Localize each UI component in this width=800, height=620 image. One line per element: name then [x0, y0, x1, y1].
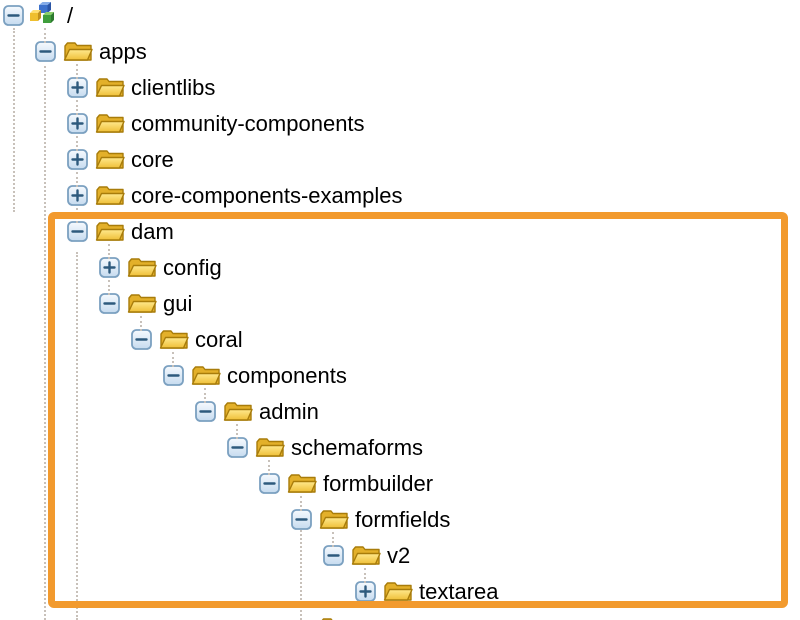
collapse-icon[interactable] — [35, 41, 56, 62]
tree-node-label[interactable]: config — [163, 255, 222, 280]
partial-folder-icon — [319, 616, 349, 620]
tree-node-label[interactable]: core — [131, 147, 174, 172]
tree-node-label[interactable]: v2 — [387, 543, 411, 568]
tree-node-label[interactable]: / — [67, 3, 74, 28]
expand-icon[interactable] — [67, 149, 88, 170]
tree-node-v2[interactable]: v2 — [0, 532, 800, 574]
tree-connector-dots — [172, 352, 174, 367]
tree-connector-dots — [140, 316, 142, 331]
tree-node-clientlibs[interactable]: clientlibs — [0, 64, 800, 106]
tree-connector-dots — [76, 100, 78, 115]
tree-node-label[interactable]: admin — [259, 399, 319, 424]
tree-node-coral[interactable]: coral — [0, 316, 800, 358]
folder-icon[interactable] — [95, 112, 125, 136]
folder-icon[interactable] — [95, 148, 125, 172]
tree-guide-line — [13, 28, 15, 212]
collapse-icon[interactable] — [3, 5, 24, 26]
tree-node-formfields[interactable]: formfields — [0, 496, 800, 538]
tree-node-label[interactable]: formbuilder — [323, 471, 434, 496]
folder-icon[interactable] — [319, 508, 349, 532]
folder-icon[interactable] — [383, 580, 413, 604]
tree-connector-dots — [236, 424, 238, 439]
folder-icon[interactable] — [127, 256, 157, 280]
tree-node-label[interactable]: apps — [99, 39, 147, 64]
tree-node-community-components[interactable]: community-components — [0, 100, 800, 142]
expand-icon[interactable] — [67, 77, 88, 98]
tree-connector-dots — [300, 496, 302, 511]
expand-icon[interactable] — [99, 257, 120, 278]
folder-icon[interactable] — [127, 292, 157, 316]
tree-connector-dots — [204, 388, 206, 403]
folder-icon[interactable] — [255, 436, 285, 460]
tree-guide-line — [76, 252, 78, 620]
tree-node-label[interactable]: clientlibs — [131, 75, 216, 100]
collapse-icon[interactable] — [99, 293, 120, 314]
tree-node-components[interactable]: components — [0, 352, 800, 394]
tree-node-root[interactable]: / — [0, 0, 800, 34]
tree-node-textarea[interactable]: textarea — [0, 568, 800, 610]
collapse-icon[interactable] — [291, 509, 312, 530]
tree-connector-dots — [76, 208, 78, 223]
tree-connector-dots — [108, 244, 110, 259]
tree-node-label[interactable]: community-components — [131, 111, 365, 136]
folder-icon[interactable] — [63, 40, 93, 64]
tree-node-config[interactable]: config — [0, 244, 800, 286]
tree-node-label[interactable]: formfields — [355, 507, 451, 532]
folder-icon[interactable] — [287, 472, 317, 496]
folder-icon[interactable] — [191, 364, 221, 388]
repository-root-icon[interactable] — [27, 0, 61, 28]
tree-connector-dots — [76, 136, 78, 151]
tree-node-admin[interactable]: admin — [0, 388, 800, 430]
tree-guide-line — [300, 505, 302, 620]
tree-node-apps[interactable]: apps — [0, 28, 800, 70]
folder-icon[interactable] — [159, 328, 189, 352]
tree-node-core-components-examples[interactable]: core-components-examples — [0, 172, 800, 214]
folder-icon[interactable] — [95, 184, 125, 208]
tree-connector-dots — [332, 532, 334, 547]
tree-node-dam[interactable]: dam — [0, 208, 800, 250]
collapse-icon[interactable] — [227, 437, 248, 458]
tree-node-formbuilder[interactable]: formbuilder — [0, 460, 800, 502]
tree-connector-dots — [76, 64, 78, 79]
tree-connector-dots — [268, 460, 270, 475]
collapse-icon[interactable] — [259, 473, 280, 494]
tree-connector-dots — [364, 568, 366, 583]
tree-node-gui[interactable]: gui — [0, 280, 800, 322]
collapse-icon[interactable] — [67, 221, 88, 242]
collapse-icon[interactable] — [163, 365, 184, 386]
tree-connector-dots — [44, 28, 46, 43]
expand-icon[interactable] — [67, 113, 88, 134]
tree-node-label[interactable]: coral — [195, 327, 243, 352]
tree-node-core[interactable]: core — [0, 136, 800, 178]
tree-node-label[interactable]: gui — [163, 291, 193, 316]
tree-node-label[interactable]: dam — [131, 219, 174, 244]
collapse-icon[interactable] — [131, 329, 152, 350]
expand-icon[interactable] — [67, 185, 88, 206]
folder-icon[interactable] — [95, 220, 125, 244]
folder-icon[interactable] — [223, 400, 253, 424]
tree-node-schemaforms[interactable]: schemaforms — [0, 424, 800, 466]
tree-node-label[interactable]: core-components-examples — [131, 183, 403, 208]
tree-connector-dots — [108, 280, 110, 295]
tree-guide-line — [44, 66, 46, 620]
tree-node-label[interactable]: components — [227, 363, 347, 388]
folder-icon[interactable] — [351, 544, 381, 568]
folder-icon[interactable] — [95, 76, 125, 100]
tree-node-label[interactable]: textarea — [419, 579, 499, 604]
collapse-icon[interactable] — [323, 545, 344, 566]
tree-connector-dots — [76, 172, 78, 187]
tree-node-label[interactable]: schemaforms — [291, 435, 424, 460]
collapse-icon[interactable] — [195, 401, 216, 422]
expand-icon[interactable] — [355, 581, 376, 602]
